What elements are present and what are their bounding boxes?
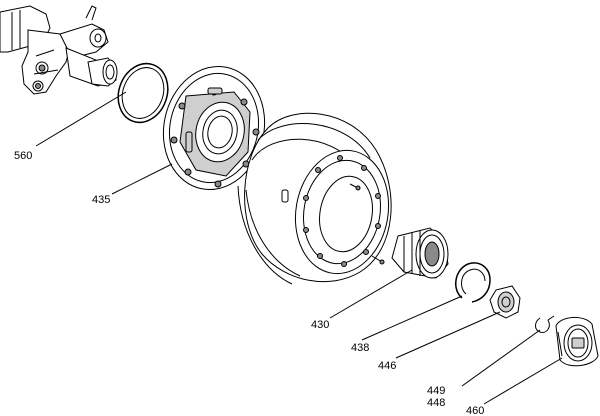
label-446: 446 <box>378 360 396 372</box>
brake-anchor-plate <box>162 65 266 191</box>
leader-435 <box>111 163 173 195</box>
leader-438 <box>361 295 463 341</box>
label-560: 560 <box>14 150 32 162</box>
leader-446 <box>395 311 501 359</box>
leader-430 <box>329 269 413 319</box>
leader-560 <box>35 91 127 147</box>
leader-449 <box>461 329 541 387</box>
leader-460 <box>483 357 563 405</box>
o-ring <box>117 62 169 124</box>
label-449: 449 <box>427 385 445 397</box>
label-448: 448 <box>427 397 445 409</box>
snap-ring <box>455 262 491 303</box>
label-460: 460 <box>466 405 484 416</box>
label-430: 430 <box>311 319 329 331</box>
axle-knuckle <box>0 5 118 95</box>
brake-drum <box>237 112 392 285</box>
label-435: 435 <box>92 194 110 206</box>
axle-nut <box>489 285 521 319</box>
cotter-clip <box>535 315 555 333</box>
part-labels: 560 435 430 438 446 449 448 460 <box>14 150 484 416</box>
label-438: 438 <box>351 342 369 354</box>
wheel-bearing <box>391 227 449 279</box>
hub-cap <box>555 317 599 367</box>
leader-lines <box>35 91 563 405</box>
